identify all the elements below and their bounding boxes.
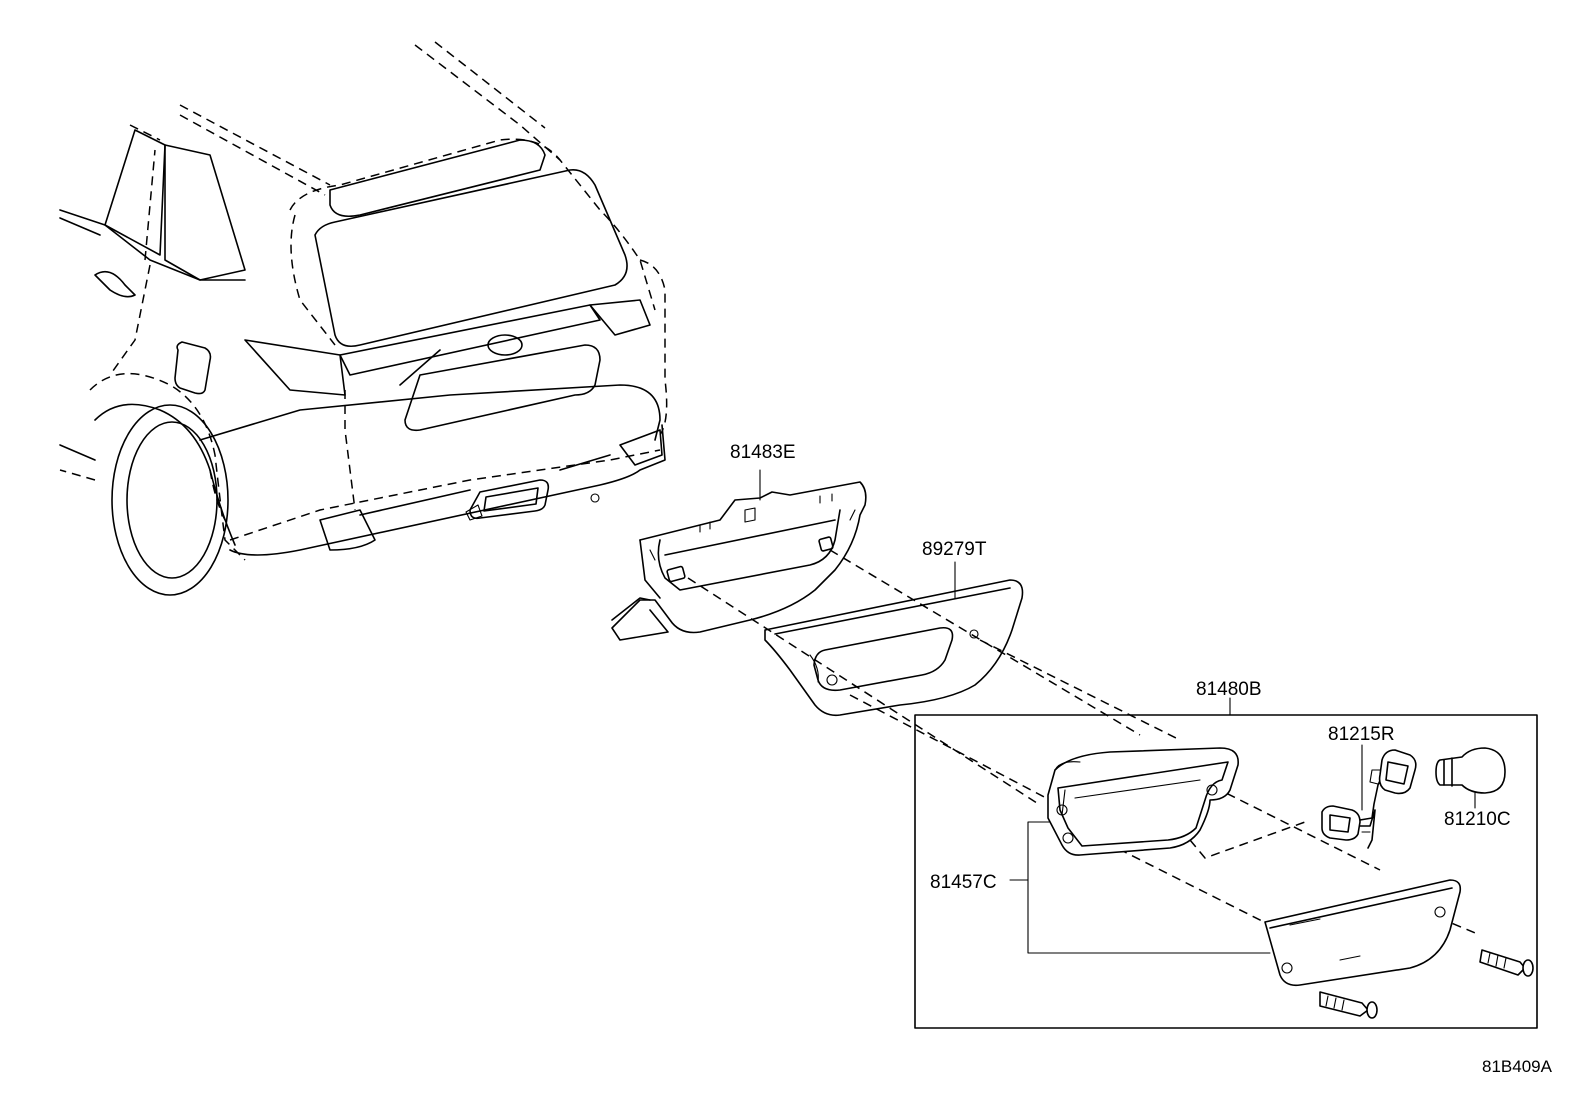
label-81210c: 81210C (1444, 809, 1511, 830)
bezel-89279t (764, 579, 1024, 717)
vehicle-rear-view (59, 41, 668, 596)
socket-wire-81215r (1321, 749, 1417, 849)
lens-81457c (1264, 879, 1462, 987)
label-81480b: 81480B (1196, 679, 1262, 700)
lamp-assembly-box (914, 714, 1538, 1029)
diagram-code: 81B409A (1482, 1057, 1553, 1076)
bracket-81483e (611, 481, 867, 641)
label-81457c: 81457C (930, 872, 997, 893)
label-89279t: 89279T (922, 539, 987, 560)
lamp-housing (1047, 747, 1239, 856)
bulb-81210c (1435, 747, 1506, 794)
leader-81457c (1009, 821, 1271, 954)
screw-lower (1319, 991, 1378, 1019)
label-81215r: 81215R (1328, 724, 1395, 745)
screw-right (1479, 949, 1534, 977)
label-81483e: 81483E (730, 442, 796, 463)
